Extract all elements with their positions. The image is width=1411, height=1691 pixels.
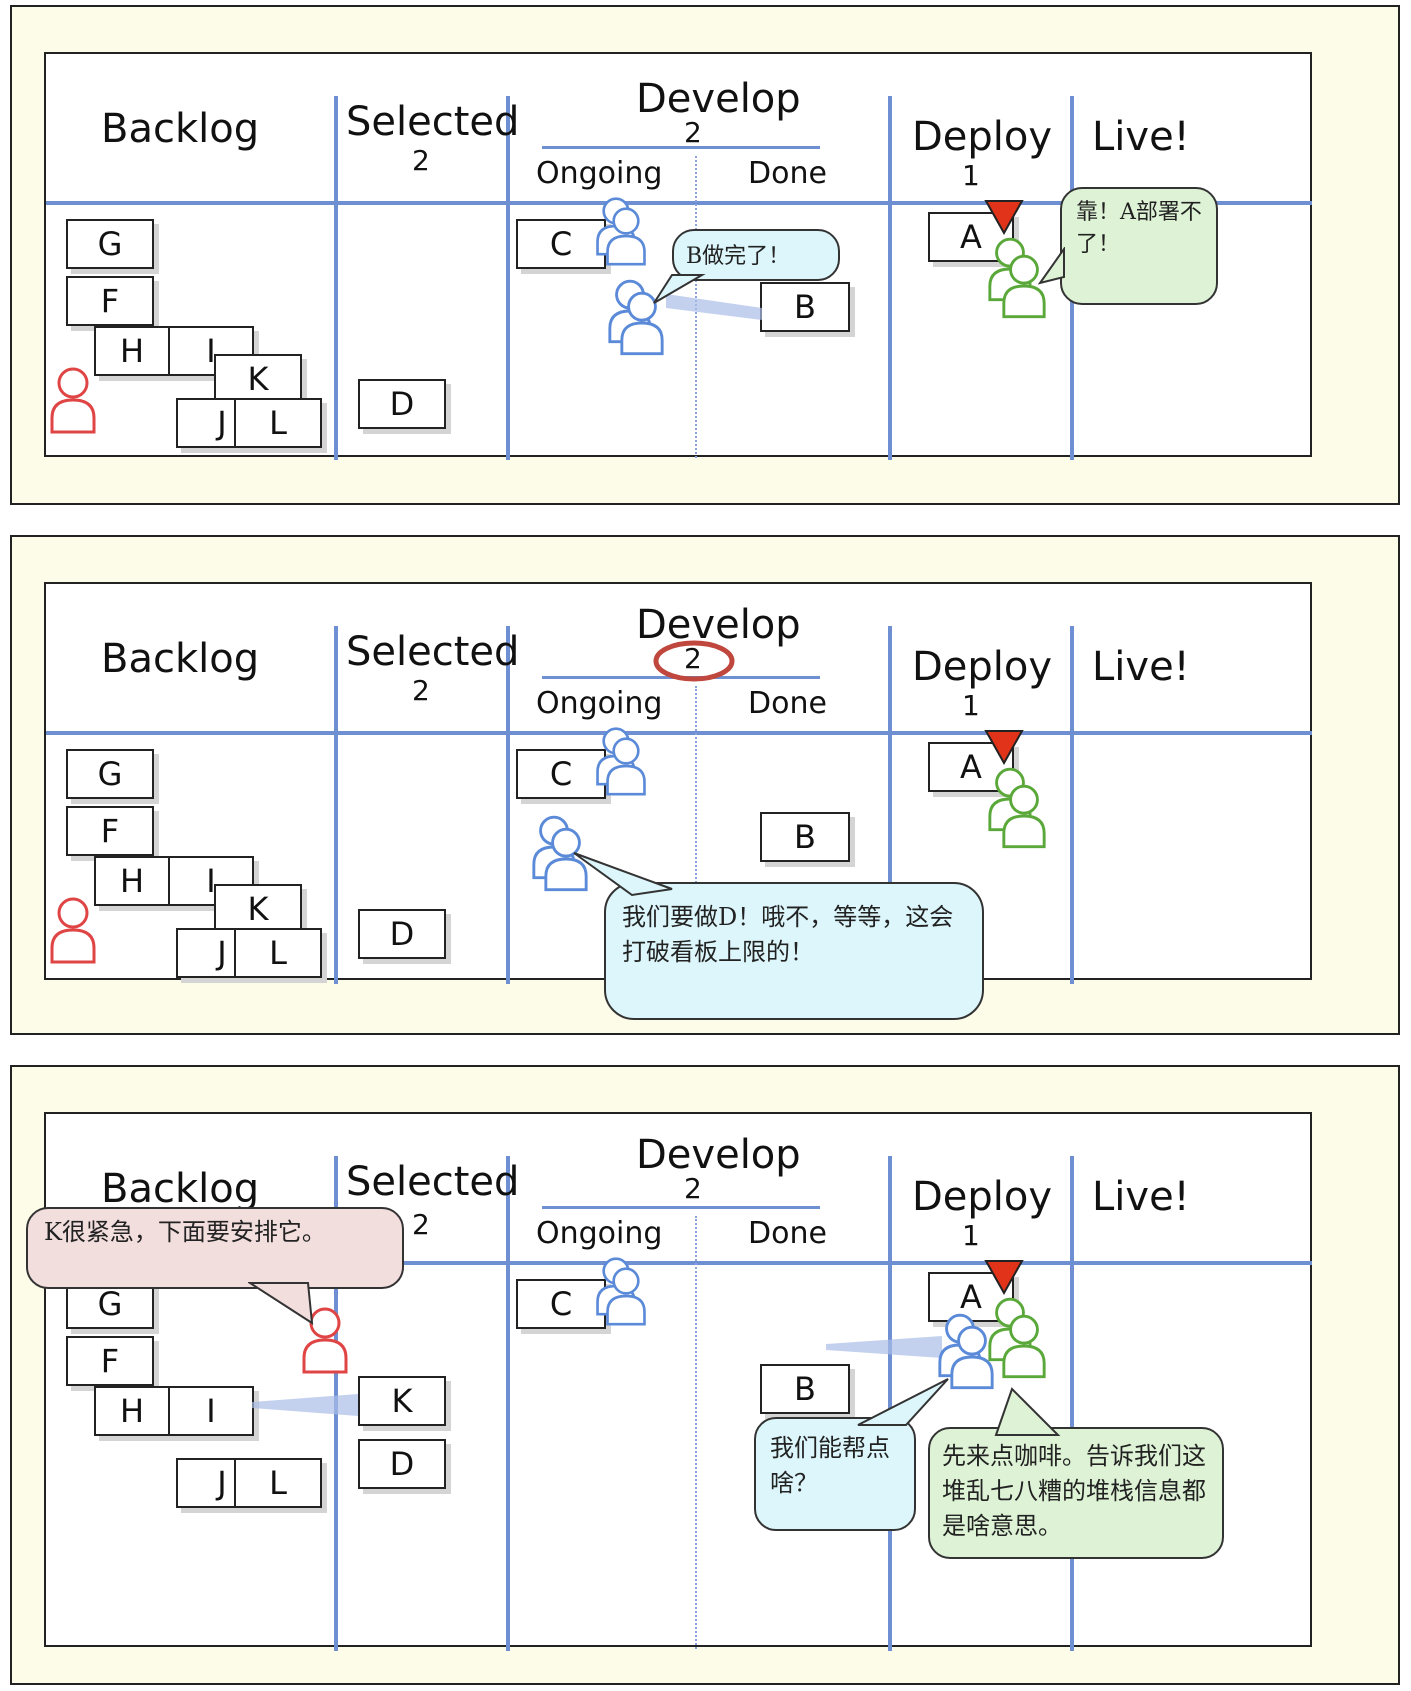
subcolumn-ongoing: Ongoing (536, 1216, 663, 1251)
developer-person-icon (542, 824, 590, 894)
product-owner-person-icon (48, 364, 98, 436)
speech-bubble-k-urgent: K很紧急，下面要安排它。 (26, 1207, 404, 1289)
card-c[interactable]: C (516, 1279, 606, 1329)
motion-streak (666, 294, 762, 320)
ops-person-icon (1000, 780, 1048, 852)
column-deploy: Deploy (912, 1174, 1053, 1220)
card-l[interactable]: L (234, 398, 322, 448)
card-g[interactable]: G (66, 219, 154, 269)
develop-wip-limit: 2 (684, 642, 702, 675)
selected-wip-limit: 2 (412, 1208, 430, 1241)
column-backlog: Backlog (101, 1166, 260, 1212)
card-f[interactable]: F (66, 1336, 154, 1386)
speech-bubble-a-deploy-fail: 靠！A部署不了！ (1060, 187, 1218, 305)
card-l[interactable]: L (234, 1458, 322, 1508)
column-selected: Selected (346, 99, 520, 145)
column-develop: Develop (636, 1132, 801, 1178)
speech-bubble-wip-limit: 我们要做D！哦不，等等，这会打破看板上限的！ (604, 882, 984, 1020)
panel-1: Backlog Selected 2 Develop 2 Ongoing Don… (10, 5, 1400, 505)
card-d[interactable]: D (358, 1439, 446, 1489)
deploy-wip-limit: 1 (962, 159, 980, 192)
developer-person-icon (604, 1264, 648, 1328)
card-h[interactable]: H (94, 326, 170, 376)
product-owner-person-icon (300, 1304, 350, 1376)
card-l[interactable]: L (234, 928, 322, 978)
subcolumn-done: Done (748, 1216, 827, 1251)
subcolumn-done: Done (748, 156, 827, 191)
panel-3: Backlog Selected 2 Develop 2 Ongoing Don… (10, 1065, 1400, 1685)
card-b[interactable]: B (760, 282, 850, 332)
column-live: Live! (1092, 114, 1190, 160)
column-develop: Develop (636, 76, 801, 122)
speech-bubble-can-help: 我们能帮点啥？ (754, 1417, 916, 1531)
card-d[interactable]: D (358, 909, 446, 959)
developer-person-icon (604, 734, 648, 798)
card-g[interactable]: G (66, 749, 154, 799)
motion-streak (826, 1336, 942, 1358)
selected-wip-limit: 2 (412, 144, 430, 177)
card-h[interactable]: H (94, 1386, 170, 1436)
subcolumn-done: Done (748, 686, 827, 721)
selected-wip-limit: 2 (412, 674, 430, 707)
card-d[interactable]: D (358, 379, 446, 429)
kanban-board: Backlog Selected 2 Develop 2 Ongoing Don… (44, 1112, 1312, 1651)
column-selected: Selected (346, 1159, 520, 1205)
card-k[interactable]: K (214, 884, 302, 934)
card-c[interactable]: C (516, 219, 606, 269)
card-f[interactable]: F (66, 806, 154, 856)
card-i[interactable]: I (168, 1386, 254, 1436)
column-live: Live! (1092, 1174, 1190, 1220)
developer-person-icon (618, 288, 666, 358)
column-backlog: Backlog (101, 106, 260, 152)
subcolumn-ongoing: Ongoing (536, 686, 663, 721)
column-develop: Develop (636, 602, 801, 648)
motion-streak (252, 1394, 358, 1416)
product-owner-person-icon (48, 894, 98, 966)
card-f[interactable]: F (66, 276, 154, 326)
deploy-wip-limit: 1 (962, 689, 980, 722)
column-backlog: Backlog (101, 636, 260, 682)
card-k[interactable]: K (214, 354, 302, 404)
card-h[interactable]: H (94, 856, 170, 906)
card-b[interactable]: B (760, 1364, 850, 1414)
column-deploy: Deploy (912, 114, 1053, 160)
column-selected: Selected (346, 629, 520, 675)
speech-bubble-coffee: 先来点咖啡。告诉我们这堆乱七八糟的堆栈信息都是啥意思。 (928, 1427, 1224, 1559)
develop-wip-limit: 2 (684, 1172, 702, 1205)
develop-wip-limit: 2 (684, 116, 702, 149)
column-deploy: Deploy (912, 644, 1053, 690)
kanban-board: Backlog Selected 2 Develop 2 Ongoing Don… (44, 582, 1312, 984)
speech-bubble-b-done: B做完了！ (672, 229, 840, 281)
deploy-wip-limit: 1 (962, 1219, 980, 1252)
column-live: Live! (1092, 644, 1190, 690)
card-b[interactable]: B (760, 812, 850, 862)
ops-person-icon (1000, 250, 1048, 322)
card-k[interactable]: K (358, 1376, 446, 1426)
subcolumn-ongoing: Ongoing (536, 156, 663, 191)
ops-person-icon (1000, 1310, 1048, 1382)
developer-person-icon (604, 204, 648, 268)
card-c[interactable]: C (516, 749, 606, 799)
panel-2: Backlog Selected 2 Develop 2 Ongoing Don… (10, 535, 1400, 1035)
card-i[interactable]: I (168, 856, 254, 906)
